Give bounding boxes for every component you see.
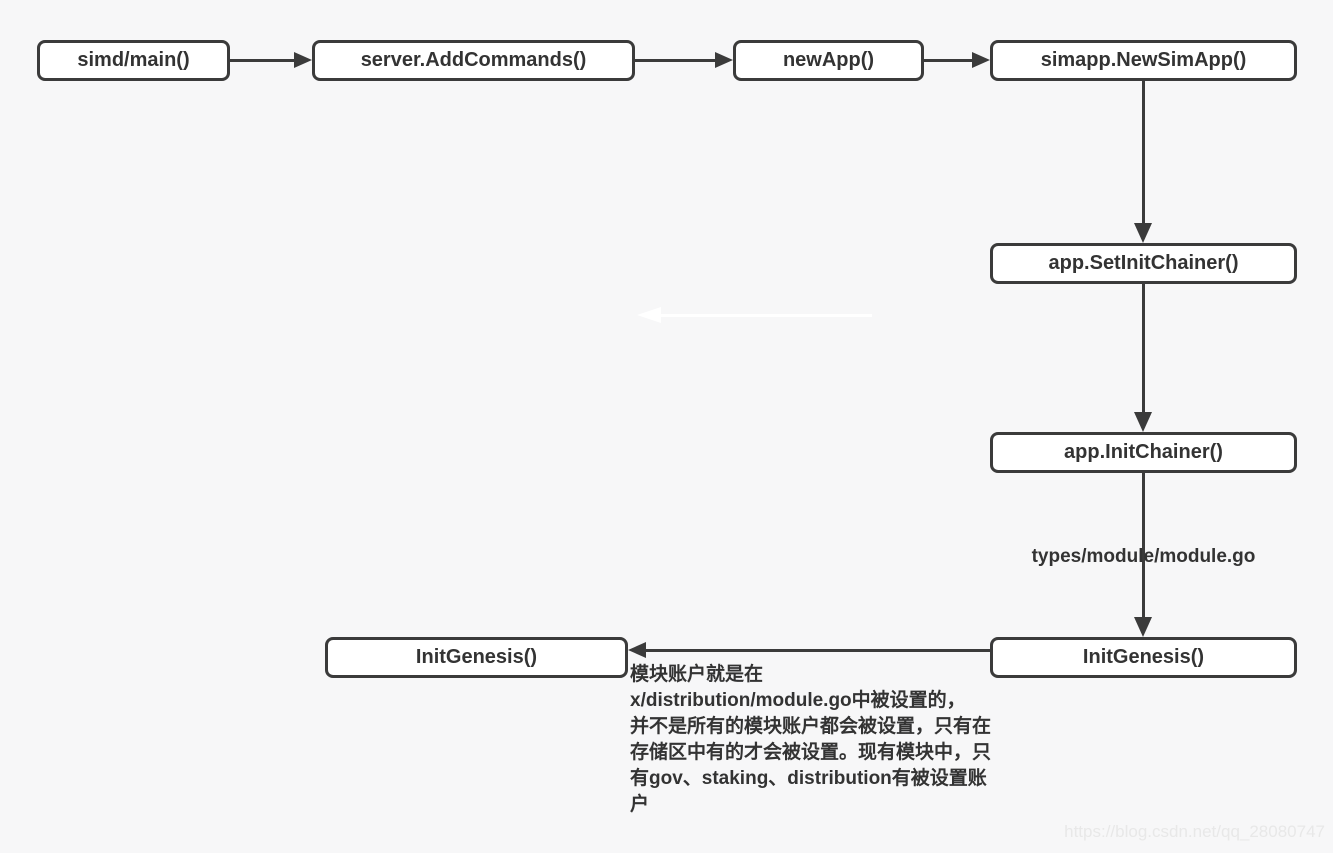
ghost-arrow-line bbox=[661, 314, 872, 317]
node-simd-main: simd/main() bbox=[37, 40, 230, 81]
arrow-line-simd-to-addcommands bbox=[230, 59, 294, 62]
arrow-line-addcommands-to-newapp bbox=[635, 59, 715, 62]
annotation-module-accounts: 模块账户就是在 x/distribution/module.go中被设置的， 并… bbox=[630, 664, 992, 815]
ghost-arrowhead-left-icon bbox=[637, 307, 661, 323]
edge-label-types-module: types/module/module.go bbox=[1031, 546, 1256, 567]
arrowhead-down-icon bbox=[1134, 412, 1152, 432]
arrow-line-setinitchainer-to-initchainer bbox=[1142, 283, 1145, 412]
node-app-set-init-chainer: app.SetInitChainer() bbox=[990, 243, 1297, 284]
arrowhead-left-icon bbox=[628, 642, 646, 658]
arrow-line-newapp-to-newsimapp bbox=[924, 59, 972, 62]
node-simapp-new-sim-app: simapp.NewSimApp() bbox=[990, 40, 1297, 81]
arrow-line-initgenesis-to-initgenesis bbox=[646, 649, 990, 652]
node-server-add-commands: server.AddCommands() bbox=[312, 40, 635, 81]
watermark-blog-url: https://blog.csdn.net/qq_28080747 bbox=[1064, 822, 1325, 841]
node-new-app: newApp() bbox=[733, 40, 924, 81]
arrowhead-down-icon bbox=[1134, 223, 1152, 243]
node-init-genesis-right: InitGenesis() bbox=[990, 637, 1297, 678]
arrowhead-down-icon bbox=[1134, 617, 1152, 637]
arrow-line-initchainer-to-initgenesis bbox=[1142, 472, 1145, 617]
arrow-line-newsimapp-to-setinitchainer bbox=[1142, 81, 1145, 223]
arrowhead-right-icon bbox=[972, 52, 990, 68]
arrowhead-right-icon bbox=[715, 52, 733, 68]
node-app-init-chainer: app.InitChainer() bbox=[990, 432, 1297, 473]
arrowhead-right-icon bbox=[294, 52, 312, 68]
node-init-genesis-left: InitGenesis() bbox=[325, 637, 628, 678]
